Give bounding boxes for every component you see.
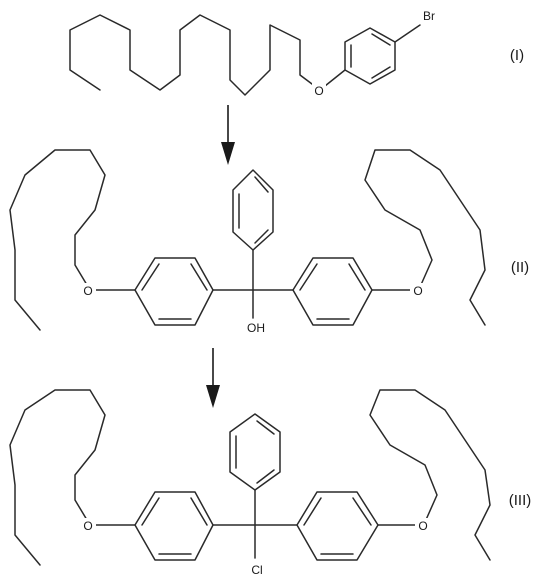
bromophenyl-ring [344, 27, 396, 85]
aryl-ring-III-right [296, 491, 379, 561]
compound-III: O O Cl (III) [9, 389, 532, 577]
phenyl-ring-II [232, 169, 274, 251]
chloro-group: Cl [251, 563, 262, 577]
oxygen-atom-II-right: O [413, 284, 422, 298]
compound-I: O Br (I) [69, 9, 524, 98]
oxygen-atom-I: O [314, 84, 323, 98]
bromine-atom: Br [423, 9, 435, 23]
alkyl-chain-I [69, 14, 321, 96]
arrow-head-1 [221, 142, 235, 165]
oxygen-atom-II-left: O [83, 284, 92, 298]
compound-label-II: (II) [511, 259, 529, 276]
oxygen-atom-III-left: O [83, 519, 92, 533]
alkyl-chain-III-left [9, 389, 106, 566]
c-br-bond [394, 24, 421, 43]
aryl-ring-II-left [134, 257, 214, 326]
compound-label-I: (I) [510, 47, 524, 64]
oxygen-atom-III-right: O [418, 519, 427, 533]
reaction-arrow-1 [221, 105, 235, 165]
arrow-head-2 [206, 385, 220, 408]
aryl-ring-II-right [292, 257, 373, 326]
compound-label-III: (III) [509, 492, 532, 509]
alkyl-chain-II-right [364, 149, 486, 326]
aryl-ring-III-left [134, 491, 214, 561]
alkyl-chain-II-left [9, 149, 106, 331]
alkyl-chain-III-right [369, 389, 491, 561]
compound-II: O O OH (II) [9, 149, 529, 335]
phenyl-ring-III [229, 413, 281, 491]
hydroxyl-group: OH [247, 321, 265, 335]
reaction-arrow-2 [206, 348, 220, 408]
